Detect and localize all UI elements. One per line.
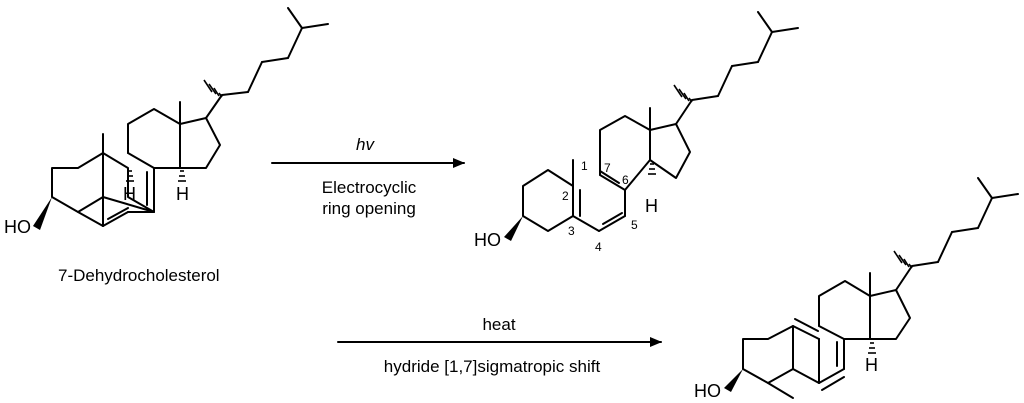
arrow-2-condition: heat <box>482 315 515 334</box>
locant-1: 1 <box>581 159 588 173</box>
molecule-previtamin: HO H 1 2 3 4 5 6 7 <box>474 11 799 254</box>
oh-label: HO <box>474 230 501 250</box>
arrow-1-condition: hv <box>356 135 375 154</box>
molecule-product: HO H <box>694 177 1019 401</box>
oh-label: HO <box>694 381 721 401</box>
locant-6: 6 <box>622 173 629 187</box>
h-label-c14: H <box>645 196 658 216</box>
molecule-7-dehydrocholesterol: HO H H <box>4 7 329 237</box>
arrow-1-label-line2: ring opening <box>322 199 416 218</box>
h-label-c9: H <box>123 184 136 204</box>
arrow-2-label-line1: hydride [1,7]sigmatropic shift <box>384 357 601 376</box>
locant-3: 3 <box>568 224 575 238</box>
h-label-c14: H <box>176 184 189 204</box>
locant-4: 4 <box>595 240 602 254</box>
arrow-1-label-line1: Electrocyclic <box>322 178 417 197</box>
compound-name: 7-Dehydrocholesterol <box>58 266 220 285</box>
h-label-c14: H <box>865 355 878 375</box>
locant-5: 5 <box>631 218 638 232</box>
locant-7: 7 <box>604 161 611 175</box>
oh-label: HO <box>4 217 31 237</box>
locant-2: 2 <box>562 189 569 203</box>
